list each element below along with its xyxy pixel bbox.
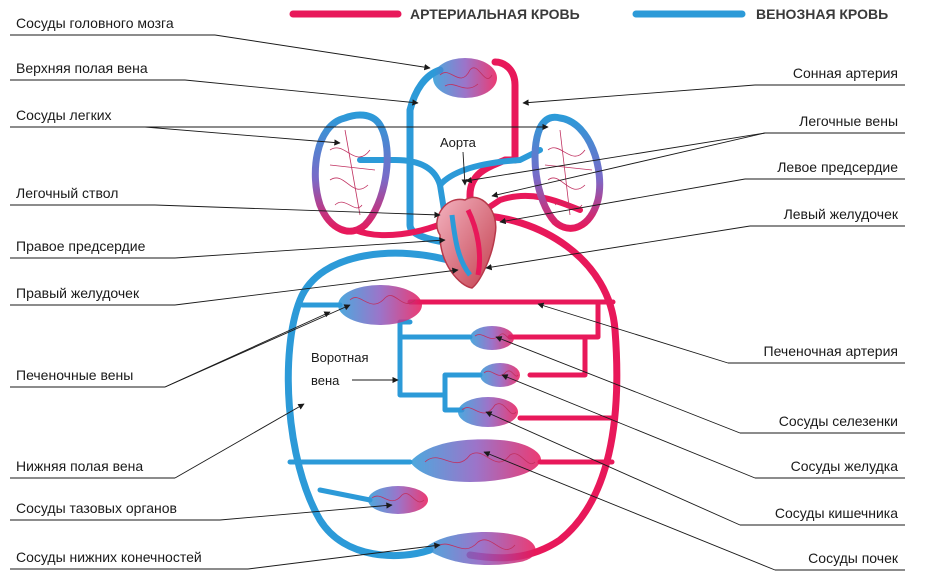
lower-limb-vessels: [425, 532, 536, 566]
label-pulmonary-trunk: Легочный ствол: [16, 185, 118, 201]
label-hepatic-artery: Печеночная артерия: [764, 343, 898, 359]
superior-vena-cava: [406, 66, 449, 246]
label-kidney-vessels: Сосуды почек: [808, 550, 899, 566]
label-superior-vena-cava: Верхняя полая вена: [16, 60, 148, 76]
aorta-leader: [461, 151, 468, 186]
stomach-vessels: [480, 363, 520, 387]
legend-venous-label: ВЕНОЗНАЯ КРОВЬ: [756, 6, 888, 22]
portal-vein-label-line2: вена: [311, 373, 340, 388]
pelvic-vein: [317, 487, 373, 503]
left-lung-vessels: [311, 111, 391, 235]
legend: АРТЕРИАЛЬНАЯ КРОВЬ ВЕНОЗНАЯ КРОВЬ: [289, 6, 888, 22]
label-stomach-vessels: Сосуды желудка: [791, 458, 899, 474]
portal-vein: [397, 319, 483, 413]
label-left-atrium: Левое предсердие: [777, 159, 898, 175]
capillary-beds: [311, 58, 604, 566]
label-lower-limb-vessels: Сосуды нижних конечностей: [16, 549, 202, 565]
liver-vessels: [338, 285, 422, 325]
spleen-vessels: [470, 326, 514, 350]
label-spleen-vessels: Сосуды селезенки: [779, 413, 898, 429]
kidney-vessels: [410, 439, 541, 482]
stomach-artery: [527, 334, 588, 378]
label-intestine-vessels: Сосуды кишечника: [775, 505, 898, 521]
legend-arterial-label: АРТЕРИАЛЬНАЯ КРОВЬ: [410, 6, 580, 22]
label-lung-vessels: Сосуды легких: [16, 107, 112, 123]
label-pulmonary-veins: Легочные вены: [799, 113, 898, 129]
heart: [436, 196, 497, 289]
label-carotid-artery: Сонная артерия: [793, 65, 898, 81]
label-pelvic-vessels: Сосуды тазовых органов: [16, 500, 177, 516]
left-labels: Сосуды головного мозга Верхняя полая вен…: [10, 15, 549, 570]
label-left-ventricle: Левый желудочек: [784, 206, 899, 222]
label-right-atrium: Правое предсердие: [16, 238, 146, 254]
aorta-label: Аорта: [440, 135, 477, 150]
label-inferior-vena-cava: Нижняя полая вена: [16, 458, 143, 474]
right-labels: Сонная артерия Легочные вены Левое предс…: [465, 65, 905, 571]
vessels: [284, 58, 621, 562]
portal-vein-label-line1: Воротная: [311, 350, 368, 365]
systemic-arterial-loop: [466, 211, 621, 562]
label-hepatic-veins: Печеночные вены: [16, 367, 133, 383]
spleen-artery: [507, 299, 601, 340]
label-right-ventricle: Правый желудочек: [16, 285, 140, 301]
brain-vessels: [433, 58, 497, 98]
label-brain-vessels: Сосуды головного мозга: [16, 15, 174, 31]
pulmonary-artery-right: [437, 147, 543, 188]
pelvic-vessels: [368, 486, 428, 514]
systemic-venous-loop: [284, 249, 459, 560]
right-lung-vessels: [531, 113, 604, 232]
